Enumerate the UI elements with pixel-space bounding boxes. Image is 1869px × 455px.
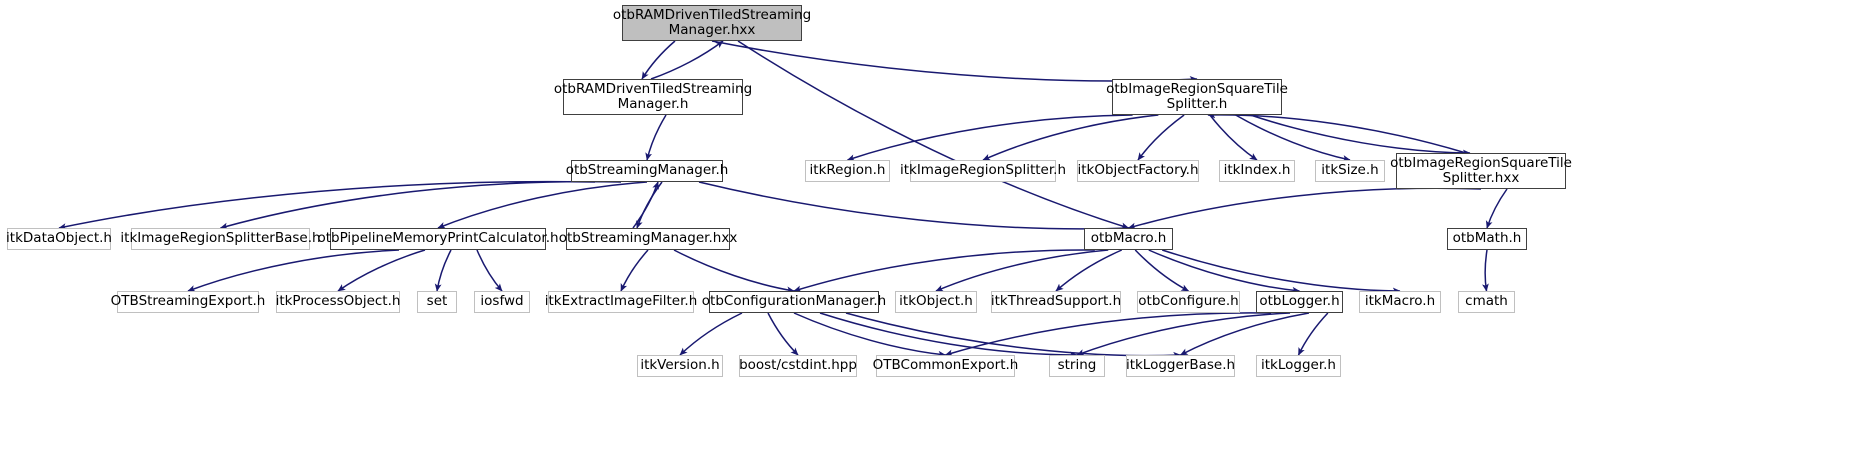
graph-edge <box>711 40 1198 83</box>
graph-edge <box>58 180 596 230</box>
graph-edge <box>1250 114 1471 157</box>
graph-node-cmath[interactable]: cmath <box>1458 291 1515 313</box>
graph-edge <box>1055 249 1123 292</box>
graph-edge <box>679 312 743 356</box>
graph-edge <box>650 40 724 80</box>
graph-node-otbramdriventiledstreaming-manager-hxx[interactable]: otbRAMDrivenTiledStreaming Manager.hxx <box>613 5 811 41</box>
graph-node-itkregion-h[interactable]: itkRegion.h <box>805 160 890 182</box>
graph-node-string[interactable]: string <box>1049 355 1105 377</box>
graph-node-itklogger-h[interactable]: itkLogger.h <box>1256 355 1341 377</box>
graph-node-itkextractimagefilter-h[interactable]: itkExtractImageFilter.h <box>545 291 697 313</box>
graph-node-otbconfigurationmanager-h[interactable]: otbConfigurationManager.h <box>702 291 886 313</box>
graph-edge <box>219 180 622 230</box>
graph-node-set[interactable]: set <box>417 291 457 313</box>
graph-edge <box>632 181 659 229</box>
graph-edge <box>1161 249 1401 295</box>
graph-node-otbimageregionsquaretile-splitter-h[interactable]: otbImageRegionSquareTile Splitter.h <box>1106 79 1288 115</box>
graph-node-otbconfigure-h[interactable]: otbConfigure.h <box>1137 291 1240 313</box>
graph-edge <box>698 181 1130 232</box>
graph-edge <box>636 181 663 229</box>
graph-edge <box>1148 249 1301 294</box>
graph-edge <box>1235 114 1351 162</box>
graph-edge <box>767 312 799 356</box>
graph-edge <box>1207 111 1467 154</box>
graph-node-itksize-h[interactable]: itkSize.h <box>1315 160 1385 182</box>
graph-node-otbmath-h[interactable]: otbMath.h <box>1447 228 1527 250</box>
graph-edge <box>1485 188 1508 229</box>
graph-node-boost-cstdint-hpp[interactable]: boost/cstdint.hpp <box>739 355 857 377</box>
graph-node-itkloggerbase-h[interactable]: itkLoggerBase.h <box>1126 355 1235 377</box>
graph-node-itkindex-h[interactable]: itkIndex.h <box>1219 160 1295 182</box>
graph-node-otbramdriventiledstreaming-manager-h[interactable]: otbRAMDrivenTiledStreaming Manager.h <box>554 79 752 115</box>
graph-node-itkobject-h[interactable]: itkObject.h <box>895 291 977 313</box>
graph-edge <box>846 114 1133 161</box>
graph-edge <box>645 114 667 161</box>
graph-node-otbstreamingmanager-h[interactable]: otbStreamingManager.h <box>566 160 728 182</box>
graph-node-otbstreamingexport-h[interactable]: OTBStreamingExport.h <box>111 291 265 313</box>
graph-edge <box>437 181 648 229</box>
graph-node-otbimageregionsquaretile-splitter-hxx[interactable]: otbImageRegionSquareTile Splitter.hxx <box>1390 153 1572 189</box>
graph-edge <box>1127 187 1482 230</box>
graph-edge <box>187 249 400 292</box>
graph-node-itkversion-h[interactable]: itkVersion.h <box>637 355 723 377</box>
graph-edge <box>1297 312 1329 356</box>
graph-edge <box>793 312 947 358</box>
graph-node-itkimageregionsplitterbase-h[interactable]: itkImageRegionSplitterBase.h <box>120 228 321 250</box>
graph-node-itkdataobject-h[interactable]: itkDataObject.h <box>6 228 112 250</box>
graph-edge <box>1209 114 1258 161</box>
graph-edge <box>982 114 1159 161</box>
graph-node-itkprocessobject-h[interactable]: itkProcessObject.h <box>276 291 400 313</box>
graph-edge <box>476 249 503 292</box>
graph-node-otbstreamingmanager-hxx[interactable]: otbStreamingManager.hxx <box>559 228 737 250</box>
graph-edge <box>944 312 1272 357</box>
graph-edge <box>737 40 1130 230</box>
graph-edge <box>1482 249 1489 292</box>
graph-node-otbpipelinememoryprintcalculator-h[interactable]: otbPipelineMemoryPrintCalculator.h <box>317 228 559 250</box>
graph-edge <box>337 249 426 292</box>
graph-node-itkobjectfactory-h[interactable]: itkObjectFactory.h <box>1077 160 1199 182</box>
graph-edge <box>641 40 676 80</box>
graph-edge <box>1179 312 1310 356</box>
graph-edge <box>819 312 1078 359</box>
graph-node-itkimageregionsplitter-h[interactable]: itkImageRegionSplitter.h <box>900 160 1066 182</box>
graph-node-itkthreadsupport-h[interactable]: itkThreadSupport.h <box>991 291 1121 313</box>
graph-node-iosfwd[interactable]: iosfwd <box>474 291 530 313</box>
graph-node-otbmacro-h[interactable]: otbMacro.h <box>1084 228 1173 250</box>
graph-edge <box>1137 114 1185 161</box>
graph-edge <box>620 249 649 292</box>
graph-node-itkmacro-h[interactable]: itkMacro.h <box>1359 291 1441 313</box>
graph-edge <box>1134 249 1190 292</box>
graph-edge <box>1076 312 1291 356</box>
graph-edge <box>434 249 452 292</box>
graph-node-otbcommonexport-h[interactable]: OTBCommonExport.h <box>873 355 1018 377</box>
graph-edge <box>793 249 1095 293</box>
graph-node-otblogger-h[interactable]: otbLogger.h <box>1256 291 1343 313</box>
graph-edge <box>935 249 1109 292</box>
graph-edge <box>673 249 795 294</box>
